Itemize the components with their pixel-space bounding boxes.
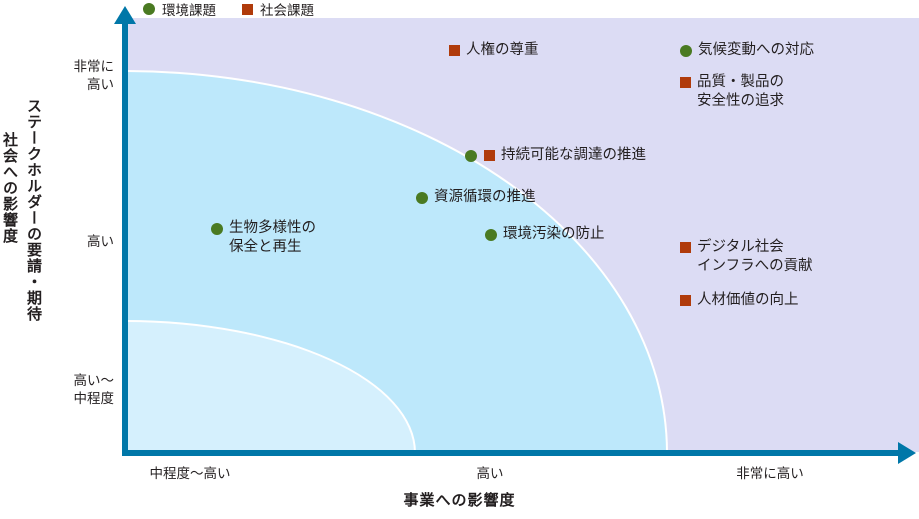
green-circle-marker-icon <box>211 222 223 235</box>
red-square-marker-icon <box>484 150 495 161</box>
chart-legend: 環境課題 社会課題 <box>143 0 314 18</box>
y-axis-line <box>122 22 128 456</box>
red-square-marker-icon <box>449 45 460 56</box>
green-circle-marker-icon <box>416 191 428 204</box>
green-circle-marker-icon <box>465 149 477 162</box>
y-axis-arrowhead-icon <box>114 6 136 24</box>
green-circle-marker-icon <box>485 228 497 241</box>
y-axis-title-line1: ステークホルダーの要請・期待 <box>25 98 42 322</box>
marker-group <box>680 238 691 257</box>
x-axis-title: 事業への影響度 <box>403 492 516 509</box>
legend-item-social: 社会課題 <box>242 0 314 19</box>
data-point-resource-circulation: 資源循環の推進 <box>416 188 536 207</box>
red-square-marker-icon <box>242 3 253 15</box>
marker-group <box>680 73 691 92</box>
marker-group <box>680 291 691 310</box>
y-tick-label-high: 高い <box>87 234 114 249</box>
data-point-label: 気候変動への対応 <box>698 42 814 58</box>
marker-group <box>485 225 497 244</box>
y-axis-title-group: ステークホルダーの要請・期待 社会への影響度 非常に 高い 高い 高い～ 中程度 <box>0 0 122 456</box>
data-point-human-rights: 人権の尊重 <box>449 41 539 60</box>
legend-label-social: 社会課題 <box>260 3 314 18</box>
y-tick-label-very-high: 非常に 高い <box>73 59 115 93</box>
legend-label-environment: 環境課題 <box>162 3 216 18</box>
y-tick-label-high-to-medium: 高い～ 中程度 <box>73 373 115 407</box>
data-point-biodiversity: 生物多様性の 保全と再生 <box>211 219 316 257</box>
x-axis-line <box>122 450 902 456</box>
x-tick-label-high: 高い <box>476 466 504 481</box>
data-point-label: 人権の尊重 <box>466 42 539 58</box>
red-square-marker-icon <box>680 77 691 88</box>
y-axis-title-line2: 社会への影響度 <box>1 132 18 244</box>
red-square-marker-icon <box>680 242 691 253</box>
marker-group <box>449 41 460 60</box>
x-tick-label-medium-to-high: 中程度～高い <box>149 466 231 481</box>
data-point-quality-product-safety: 品質・製品の 安全性の追求 <box>680 73 784 111</box>
marker-group <box>680 41 692 60</box>
red-square-marker-icon <box>680 295 691 306</box>
legend-item-environment: 環境課題 <box>143 0 216 19</box>
green-circle-marker-icon <box>143 3 155 15</box>
data-point-label: 人材価値の向上 <box>697 292 799 308</box>
data-point-label: 資源循環の推進 <box>434 189 536 205</box>
plot-area <box>126 18 919 452</box>
data-point-digital-society-infra: デジタル社会 インフラへの貢献 <box>680 238 813 276</box>
data-point-label: デジタル社会 インフラへの貢献 <box>697 239 813 274</box>
data-point-human-capital-value: 人材価値の向上 <box>680 291 799 310</box>
data-point-pollution-prevention: 環境汚染の防止 <box>485 225 605 244</box>
data-point-label: 生物多様性の 保全と再生 <box>229 220 316 255</box>
marker-group <box>211 219 223 238</box>
marker-group <box>465 146 495 165</box>
data-point-label: 品質・製品の 安全性の追求 <box>697 74 784 109</box>
data-point-label: 持続可能な調達の推進 <box>501 147 646 163</box>
marker-group <box>416 188 428 207</box>
data-point-sustainable-procurement: 持続可能な調達の推進 <box>465 146 646 165</box>
data-point-label: 環境汚染の防止 <box>503 226 605 242</box>
data-point-climate-change: 気候変動への対応 <box>680 41 814 60</box>
x-tick-label-very-high: 非常に高い <box>736 466 804 481</box>
x-axis-arrowhead-icon <box>898 442 916 464</box>
green-circle-marker-icon <box>680 44 692 57</box>
